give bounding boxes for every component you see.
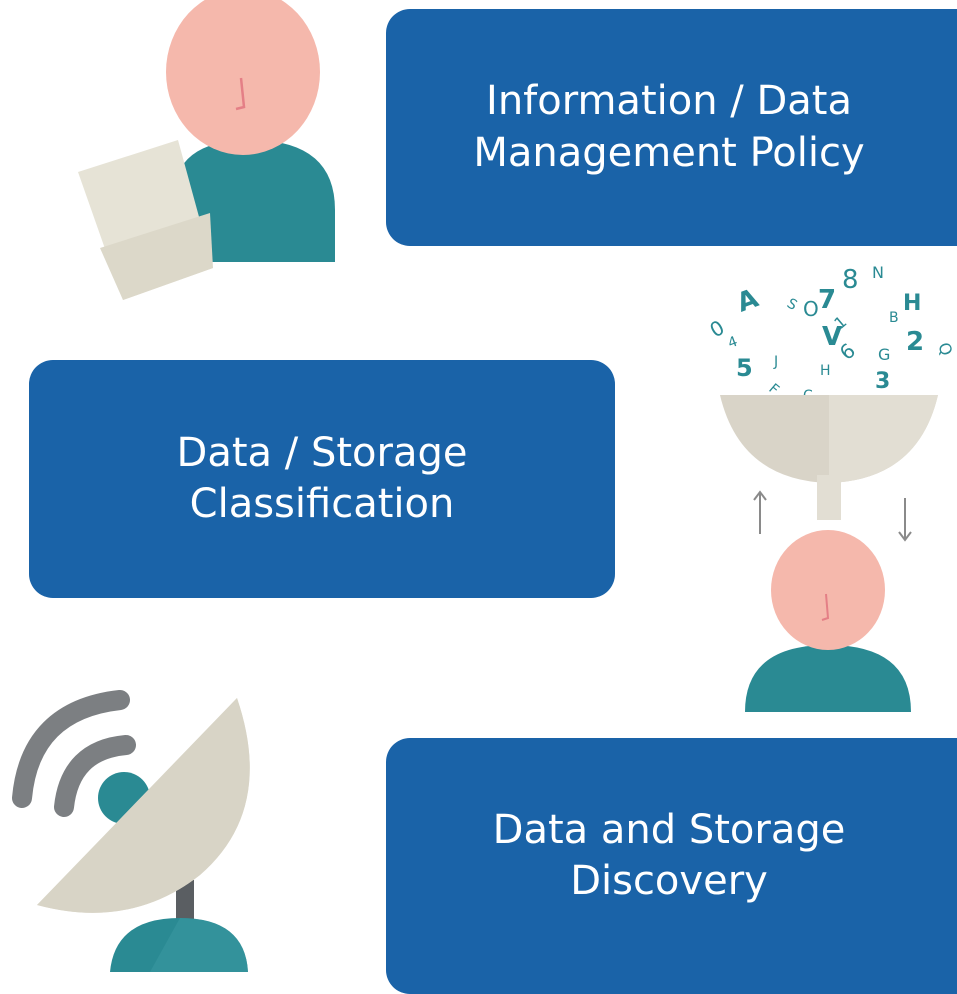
person-head [771, 530, 885, 650]
classification-title-line2: Classification [189, 481, 455, 527]
up-arrow-icon [753, 490, 767, 534]
funnel-letter: H [820, 363, 831, 379]
wifi-signal-icon [12, 690, 136, 817]
funnel-letter: 2 [906, 327, 924, 357]
discovery-title-line2: Discovery [570, 858, 768, 904]
classification-title-line1: Data / Storage [176, 429, 468, 476]
policy-title-line1: Information / Data [486, 78, 852, 125]
policy-card: Information / Data Management Policy [386, 9, 957, 246]
funnel-letter: B [889, 310, 899, 326]
funnel-letter: Q [934, 340, 956, 358]
policy-title-line2: Management Policy [473, 129, 865, 176]
funnel-letter: A [733, 284, 762, 319]
funnel-letter: S [784, 296, 800, 314]
classification-card: Data / Storage Classification [29, 360, 615, 598]
person-body [173, 140, 335, 262]
funnel-letter: H [903, 291, 921, 316]
document-sheet [78, 140, 213, 300]
funnel-letter: V [822, 322, 842, 352]
funnel-letter: 4 [726, 334, 740, 352]
down-arrow-icon [898, 498, 912, 542]
person-head [166, 0, 320, 155]
funnel-letter: 7 [818, 285, 836, 315]
funnel-letters: AO78NH0SVB142Q5JH6G3FC [706, 263, 957, 404]
person-body [745, 645, 911, 712]
discovery-title-line1: Data and Storage [492, 806, 846, 853]
funnel-letter: 3 [875, 369, 890, 394]
funnel-letter: N [872, 263, 884, 282]
funnel-letter: G [878, 345, 890, 364]
funnel-letter: 6 [835, 338, 860, 365]
satellite-dish-icon [12, 690, 250, 972]
discovery-card: Data and Storage Discovery [386, 738, 957, 994]
funnel-spout [817, 475, 841, 520]
funnel-letter: 8 [842, 265, 859, 295]
person-with-document-icon [78, 0, 335, 300]
funnel-letter: J [773, 354, 778, 370]
funnel-with-letters-icon: AO78NH0SVB142Q5JH6G3FC [706, 263, 957, 712]
funnel-letter: O [803, 297, 819, 321]
funnel-letter: 0 [706, 315, 729, 342]
funnel-letter: 5 [736, 354, 753, 382]
